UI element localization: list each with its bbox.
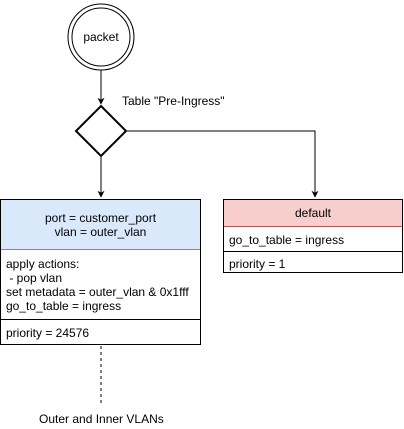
rule-vlan-table: port = customer_port vlan = outer_vlan a…: [0, 199, 201, 345]
rule-vlan-action-line4: go_to_table = ingress: [6, 299, 122, 313]
rule-vlan-priority: priority = 24576: [1, 319, 200, 345]
rule-default-priority: priority = 1: [224, 251, 402, 275]
rule-vlan-action-line3: set metadata = outer_vlan & 0x1fff: [6, 285, 189, 299]
rule-default-table: default go_to_table = ingress priority =…: [223, 199, 403, 273]
rule-vlan-match-line2: vlan = outer_vlan: [54, 224, 147, 239]
rule-vlan-actions: apply actions: - pop vlan set metadata =…: [1, 250, 200, 319]
edge-decision-to-default: [126, 130, 319, 198]
decision-diamond: [74, 104, 128, 158]
start-node-label: packet: [83, 30, 119, 44]
rule-vlan-match-line1: port = customer_port: [44, 210, 157, 225]
rule-vlan-action-line2: - pop vlan: [6, 271, 63, 285]
start-node: packet: [67, 3, 135, 71]
continuation-label: Outer and Inner VLANs: [39, 412, 164, 426]
rule-default-header: default: [224, 200, 402, 227]
rule-vlan-match-header: port = customer_port vlan = outer_vlan: [1, 200, 200, 250]
edge-label-pre-ingress: Table "Pre-Ingress": [122, 94, 225, 108]
rule-vlan-action-line1: apply actions:: [6, 257, 80, 271]
rule-default-action: go_to_table = ingress: [229, 233, 345, 247]
